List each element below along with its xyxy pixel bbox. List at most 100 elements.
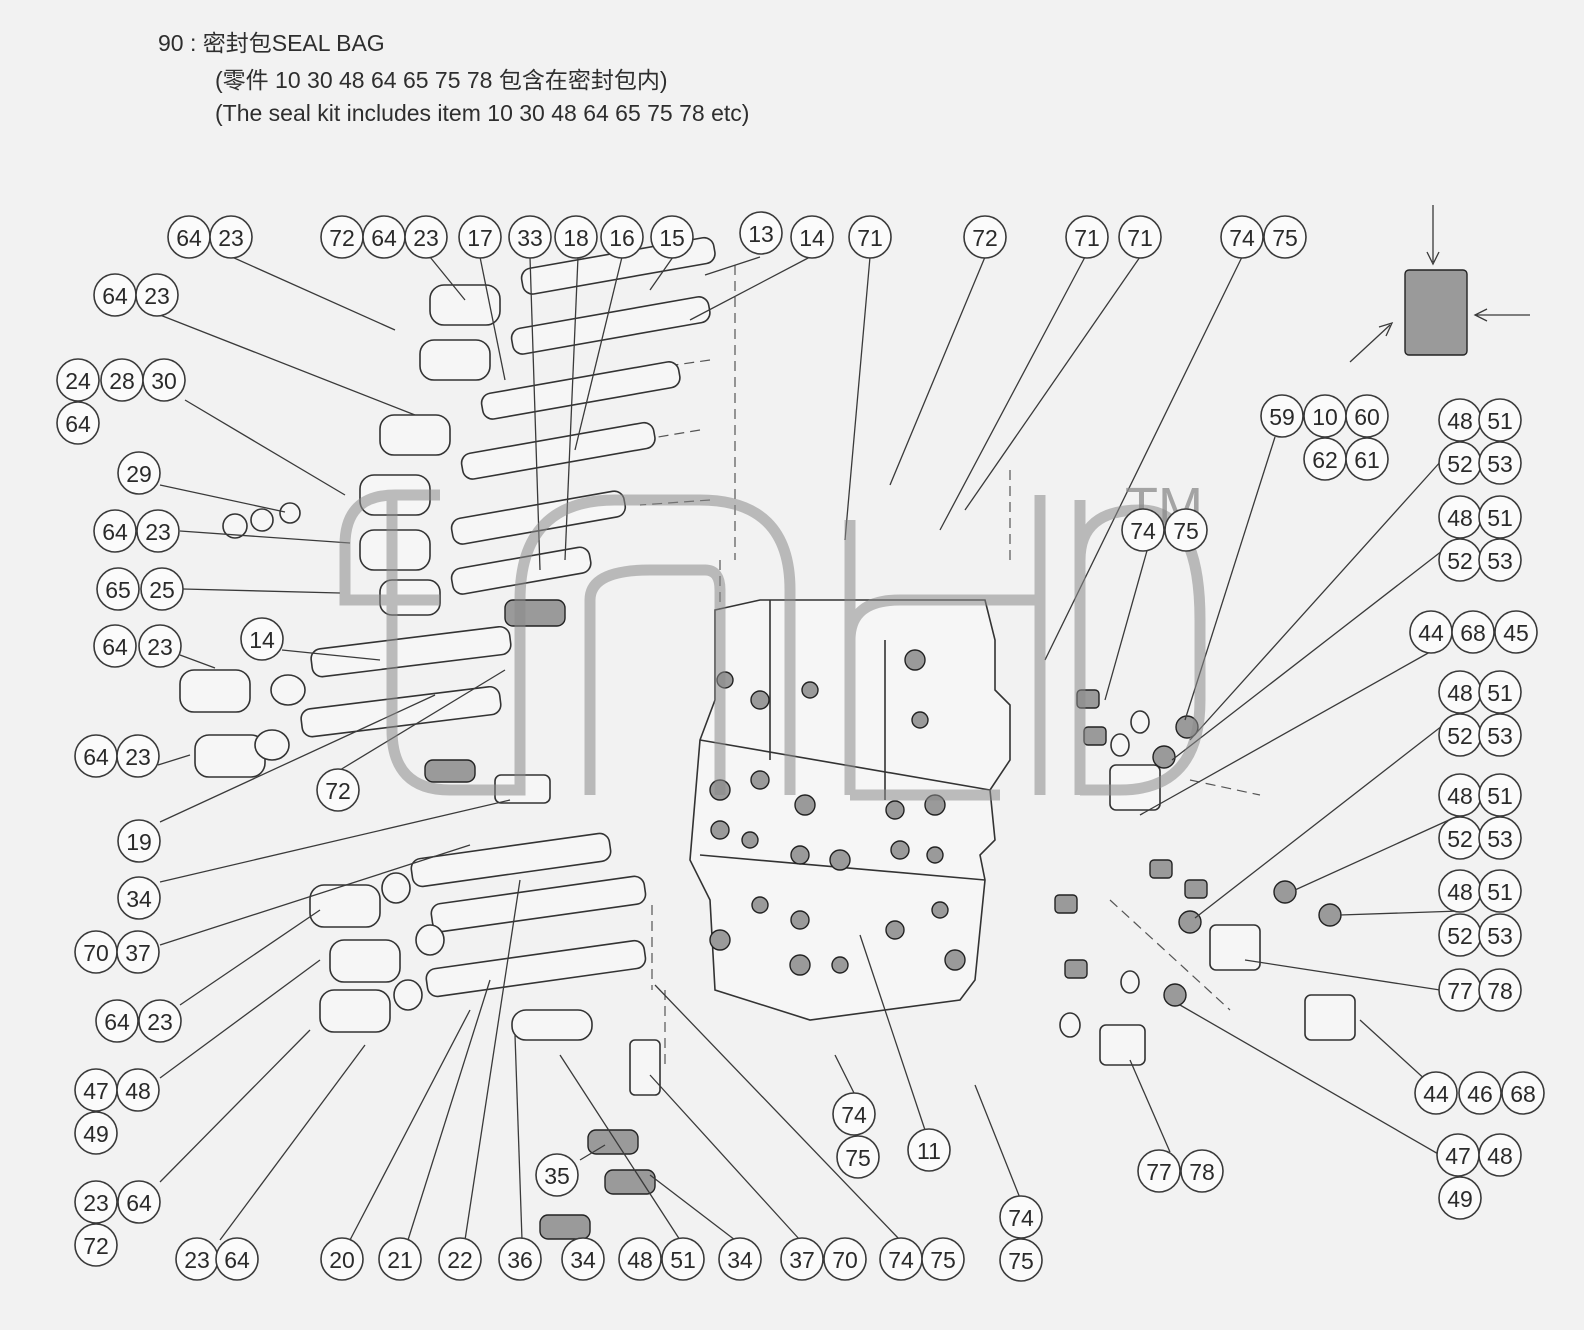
callout-number: 52 [1447, 451, 1473, 477]
callout-bubble-37: 37 [780, 1237, 824, 1281]
callout-circle [138, 624, 182, 668]
callout-number: 51 [1487, 783, 1513, 809]
callout-number: 16 [609, 225, 635, 251]
callout-number: 68 [1460, 620, 1486, 646]
callout-number: 65 [105, 577, 131, 603]
callout-bubble-71: 71 [1118, 215, 1162, 259]
callout-circle [1121, 508, 1165, 552]
callout-number: 23 [125, 744, 151, 770]
callout-number: 64 [83, 744, 109, 770]
callout-bubble-64: 64 [117, 1180, 161, 1224]
callout-bubble-23: 23 [209, 215, 253, 259]
callout-number: 22 [447, 1247, 473, 1273]
callout-bubble-14: 14 [790, 215, 834, 259]
callout-bubble-34: 34 [117, 876, 161, 920]
callout-circle [1478, 495, 1522, 539]
callout-number: 19 [126, 829, 152, 855]
callout-circle [1137, 1149, 1181, 1193]
callout-bubble-51: 51 [1478, 670, 1522, 714]
callout-bubble-64: 64 [74, 734, 118, 778]
callout-bubble-48: 48 [1438, 495, 1482, 539]
callout-number: 59 [1269, 404, 1295, 430]
callout-circle [117, 819, 161, 863]
callout-number: 37 [789, 1247, 815, 1273]
callout-bubble-74: 74 [879, 1237, 923, 1281]
callout-bubble-48: 48 [1438, 670, 1482, 714]
callout-circle [535, 1153, 579, 1197]
callout-number: 72 [83, 1233, 109, 1259]
callout-bubble-11: 11 [907, 1128, 951, 1172]
callout-bubble-48: 48 [1478, 1133, 1522, 1177]
callout-circle [661, 1237, 705, 1281]
callout-number: 70 [83, 940, 109, 966]
callout-circle [378, 1237, 422, 1281]
callout-number: 46 [1467, 1081, 1493, 1107]
callout-circle [142, 358, 186, 402]
callout-bubble-18: 18 [554, 215, 598, 259]
callout-number: 52 [1447, 826, 1473, 852]
callout-number: 24 [65, 368, 91, 394]
callout-bubble-75: 75 [999, 1238, 1043, 1282]
callout-number: 44 [1418, 620, 1444, 646]
callout-circle [921, 1237, 965, 1281]
callout-circle [1065, 215, 1109, 259]
callout-number: 51 [1487, 408, 1513, 434]
callout-bubble-46: 46 [1458, 1071, 1502, 1115]
callout-number: 53 [1487, 923, 1513, 949]
callout-bubble-22: 22 [438, 1237, 482, 1281]
callout-bubble-34: 34 [561, 1237, 605, 1281]
callout-number: 77 [1146, 1159, 1172, 1185]
callout-circle [1478, 713, 1522, 757]
callout-number: 64 [224, 1247, 250, 1273]
callout-number: 75 [1008, 1248, 1034, 1274]
callout-bubble-51: 51 [1478, 495, 1522, 539]
callout-number: 78 [1487, 978, 1513, 1004]
callout-number: 15 [659, 225, 685, 251]
callout-number: 34 [126, 886, 152, 912]
callout-bubble-72: 72 [963, 215, 1007, 259]
callout-bubble-25: 25 [140, 567, 184, 611]
callout-number: 52 [1447, 548, 1473, 574]
callout-number: 64 [371, 225, 397, 251]
callout-bubble-64: 64 [93, 273, 137, 317]
callout-number: 48 [1487, 1143, 1513, 1169]
callout-bubble-23: 23 [135, 273, 179, 317]
callout-number: 23 [83, 1190, 109, 1216]
callout-bubble-51: 51 [661, 1237, 705, 1281]
callout-circle [96, 567, 140, 611]
callout-circle [1458, 1071, 1502, 1115]
callout-bubble-16: 16 [600, 215, 644, 259]
callout-number: 75 [1272, 225, 1298, 251]
callout-bubble-23: 23 [116, 734, 160, 778]
callout-bubble-17: 17 [458, 215, 502, 259]
callout-bubble-47: 47 [1436, 1133, 1480, 1177]
callout-circle [1501, 1071, 1545, 1115]
callout-number: 48 [1447, 783, 1473, 809]
callout-bubble-44: 44 [1409, 610, 1453, 654]
callout-number: 48 [125, 1078, 151, 1104]
callout-bubble-64: 64 [56, 401, 100, 445]
callout-number: 49 [83, 1121, 109, 1147]
callout-number: 37 [125, 940, 151, 966]
callout-circle [780, 1237, 824, 1281]
callout-circle [1180, 1149, 1224, 1193]
callout-bubble-77: 77 [1137, 1149, 1181, 1193]
callout-number: 72 [325, 778, 351, 804]
callout-bubble-49: 49 [74, 1111, 118, 1155]
callout-number: 64 [102, 634, 128, 660]
callout-number: 29 [126, 461, 152, 487]
callout-number: 72 [972, 225, 998, 251]
callout-circle [963, 215, 1007, 259]
callout-circle [999, 1195, 1043, 1239]
callout-bubble-10: 10 [1303, 394, 1347, 438]
callout-number: 33 [517, 225, 543, 251]
callout-circle [1260, 394, 1304, 438]
callout-circle [1478, 773, 1522, 817]
callout-bubble-51: 51 [1478, 398, 1522, 442]
callout-bubble-53: 53 [1478, 538, 1522, 582]
callout-circle [135, 273, 179, 317]
callout-circle [739, 211, 783, 255]
callout-circle [116, 734, 160, 778]
callout-bubble-47: 47 [74, 1068, 118, 1112]
callout-bubble-44: 44 [1414, 1071, 1458, 1115]
